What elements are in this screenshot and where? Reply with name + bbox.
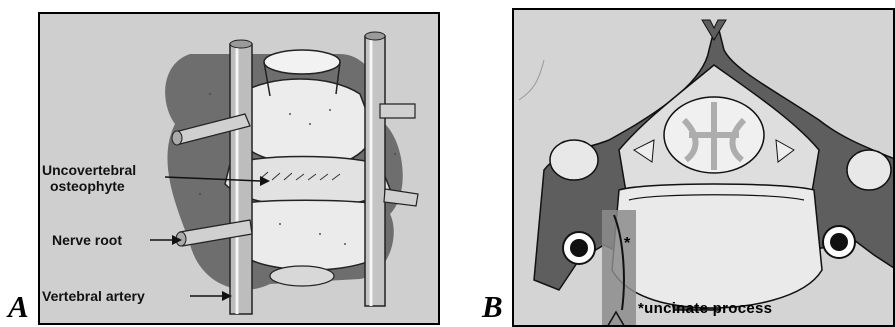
figure-panel-a: Uncovertebral osteophyte Nerve root Vert… bbox=[38, 12, 440, 325]
cross-section-illustration bbox=[514, 10, 895, 327]
label-osteophyte: osteophyte bbox=[50, 178, 125, 194]
label-asterisk: * bbox=[624, 235, 631, 253]
label-uncinate-process: *uncinate process bbox=[638, 300, 772, 317]
label-vertebral-artery: Vertebral artery bbox=[42, 288, 145, 304]
panel-letter-b: B bbox=[482, 291, 503, 322]
label-uncovertebral: Uncovertebral bbox=[42, 162, 136, 178]
figure-panel-b: * *uncinate process bbox=[512, 8, 895, 327]
panel-letter-a: A bbox=[8, 291, 29, 322]
label-nerve-root: Nerve root bbox=[52, 232, 122, 248]
